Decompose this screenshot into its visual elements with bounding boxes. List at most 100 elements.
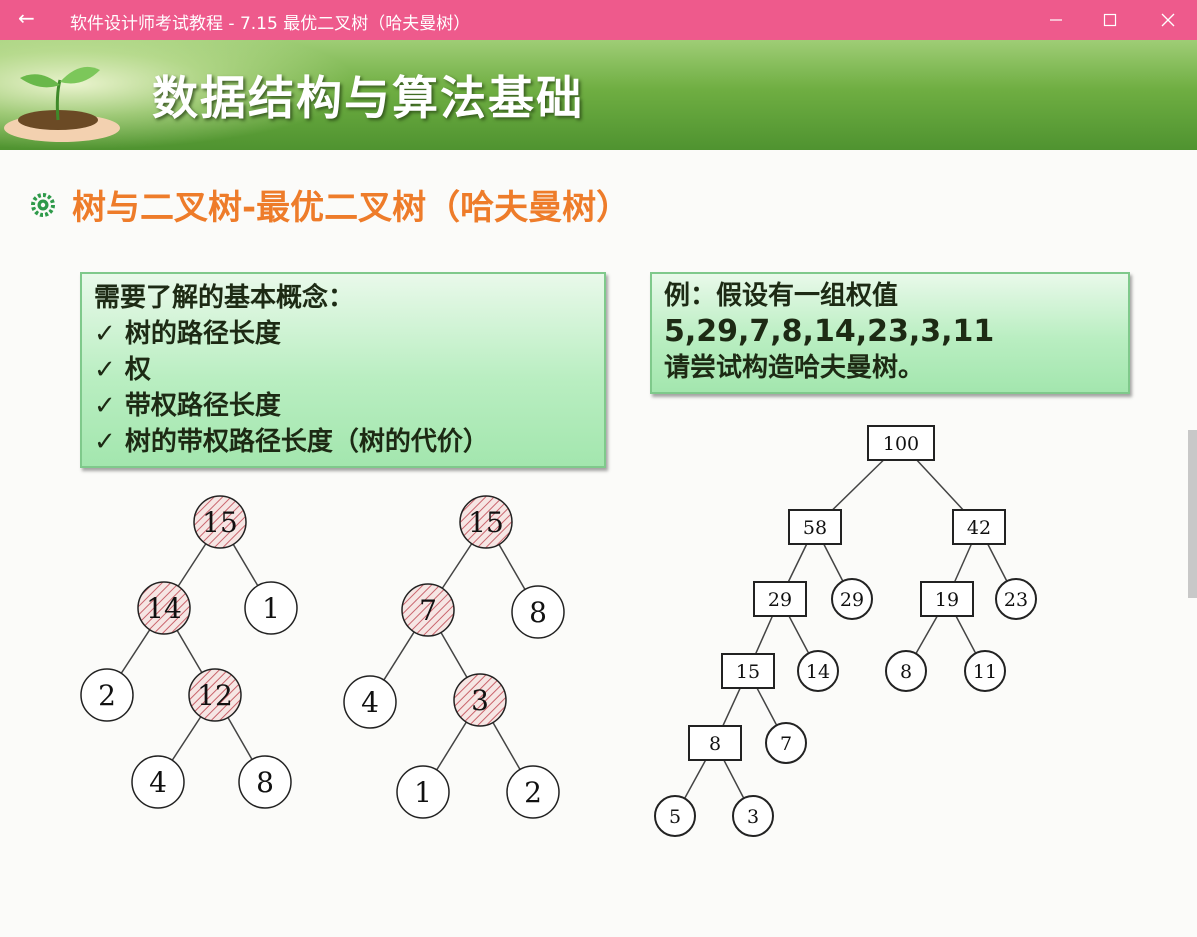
node-shape xyxy=(188,668,242,722)
tree-node-circle: 3 xyxy=(732,795,774,837)
node-shape xyxy=(137,581,191,635)
concept-item: ✓ 权 xyxy=(94,355,151,385)
slide: 数据结构与算法基础 树与二叉树-最优二叉树（哈夫曼树） 需要了解的基本概念： ✓… xyxy=(0,40,1197,937)
tree-node-circle: 8 xyxy=(238,755,292,809)
node-shape xyxy=(80,668,134,722)
tree-node-circle: 1 xyxy=(396,765,450,819)
node-label: 2 xyxy=(98,679,116,712)
node-label: 7 xyxy=(419,594,437,627)
minimize-button[interactable] xyxy=(1036,4,1076,36)
node-shape xyxy=(688,725,742,761)
node-label: 58 xyxy=(803,517,827,539)
node-shape xyxy=(459,495,513,549)
title-bar: ← 软件设计师考试教程 - 7.15 最优二叉树（哈夫曼树） xyxy=(0,0,1197,40)
node-shape xyxy=(506,765,560,819)
scrollbar-thumb[interactable] xyxy=(1188,430,1197,598)
tree-node-circle: 12 xyxy=(188,668,242,722)
node-label: 15 xyxy=(468,506,504,539)
node-shape xyxy=(401,583,455,637)
node-shape xyxy=(995,578,1037,620)
node-label: 15 xyxy=(202,506,238,539)
tree-node-box: 100 xyxy=(867,425,935,461)
tree-node-circle: 8 xyxy=(511,585,565,639)
tree-node-circle: 23 xyxy=(995,578,1037,620)
node-label: 8 xyxy=(256,766,274,799)
node-shape xyxy=(753,581,807,617)
tree-node-circle: 14 xyxy=(797,650,839,692)
node-shape xyxy=(511,585,565,639)
section-heading: 树与二叉树-最优二叉树（哈夫曼树） xyxy=(28,180,630,229)
node-label: 19 xyxy=(935,589,959,611)
node-label: 5 xyxy=(669,806,681,828)
tree-node-box: 8 xyxy=(688,725,742,761)
tree-node-circle: 14 xyxy=(137,581,191,635)
tree-node-circle: 7 xyxy=(765,722,807,764)
node-label: 8 xyxy=(709,733,721,755)
concept-item: ✓ 树的路径长度 xyxy=(94,319,281,349)
tree-node-circle: 2 xyxy=(80,668,134,722)
node-shape xyxy=(788,509,842,545)
gear-bullet-icon xyxy=(31,192,55,217)
node-shape xyxy=(964,650,1006,692)
seedling-hands-logo xyxy=(4,66,120,142)
node-label: 29 xyxy=(768,589,792,611)
example-title: 例：假设有一组权值 xyxy=(664,281,899,311)
maximize-button[interactable] xyxy=(1090,4,1130,36)
node-label: 15 xyxy=(736,661,760,683)
node-label: 2 xyxy=(524,776,542,809)
banner-title: 数据结构与算法基础 xyxy=(152,71,584,125)
tree-node-box: 58 xyxy=(788,509,842,545)
concept-item: ✓ 树的带权路径长度（树的代价） xyxy=(94,427,489,457)
tree-node-circle: 15 xyxy=(193,495,247,549)
window-title: 软件设计师考试教程 - 7.15 最优二叉树（哈夫曼树） xyxy=(70,14,471,34)
tree-node-circle: 4 xyxy=(131,755,185,809)
tree-node-circle: 29 xyxy=(831,578,873,620)
node-shape xyxy=(831,578,873,620)
node-label: 3 xyxy=(747,806,759,828)
node-label: 11 xyxy=(973,661,997,683)
tree-node-circle: 2 xyxy=(506,765,560,819)
node-label: 4 xyxy=(149,766,167,799)
node-label: 100 xyxy=(883,433,919,455)
example-instruction: 请尝试构造哈夫曼树。 xyxy=(664,353,925,383)
node-label: 42 xyxy=(967,517,991,539)
banner: 数据结构与算法基础 xyxy=(0,40,1197,150)
node-label: 23 xyxy=(1004,589,1028,611)
tree-node-circle: 1 xyxy=(244,581,298,635)
node-shape xyxy=(885,650,927,692)
tree-node-box: 15 xyxy=(721,653,775,689)
node-shape xyxy=(453,673,507,727)
node-shape xyxy=(654,795,696,837)
node-shape xyxy=(920,581,974,617)
node-label: 8 xyxy=(900,661,912,683)
node-shape xyxy=(952,509,1006,545)
tree-node-circle: 4 xyxy=(343,675,397,729)
node-shape xyxy=(193,495,247,549)
node-label: 1 xyxy=(414,776,432,809)
example-box: 例：假设有一组权值 5,29,7,8,14,23,3,11 请尝试构造哈夫曼树。 xyxy=(650,272,1130,394)
node-label: 8 xyxy=(529,596,547,629)
node-shape xyxy=(867,425,935,461)
tree-node-circle: 11 xyxy=(964,650,1006,692)
concepts-title: 需要了解的基本概念： xyxy=(94,283,355,313)
back-arrow-icon[interactable]: ← xyxy=(18,6,35,30)
node-label: 4 xyxy=(361,686,379,719)
node-shape xyxy=(396,765,450,819)
node-label: 1 xyxy=(262,592,280,625)
tree-node-circle: 8 xyxy=(885,650,927,692)
node-shape xyxy=(732,795,774,837)
node-label: 7 xyxy=(780,733,792,755)
example-weights: 5,29,7,8,14,23,3,11 xyxy=(664,314,995,349)
tree-node-circle: 5 xyxy=(654,795,696,837)
node-shape xyxy=(797,650,839,692)
node-label: 29 xyxy=(840,589,864,611)
node-label: 3 xyxy=(471,684,489,717)
tree-node-circle: 7 xyxy=(401,583,455,637)
minimize-icon xyxy=(1050,19,1062,21)
node-label: 12 xyxy=(197,679,233,712)
maximize-icon xyxy=(1103,13,1117,27)
node-label: 14 xyxy=(146,592,182,625)
close-button[interactable] xyxy=(1148,4,1188,36)
node-shape xyxy=(343,675,397,729)
